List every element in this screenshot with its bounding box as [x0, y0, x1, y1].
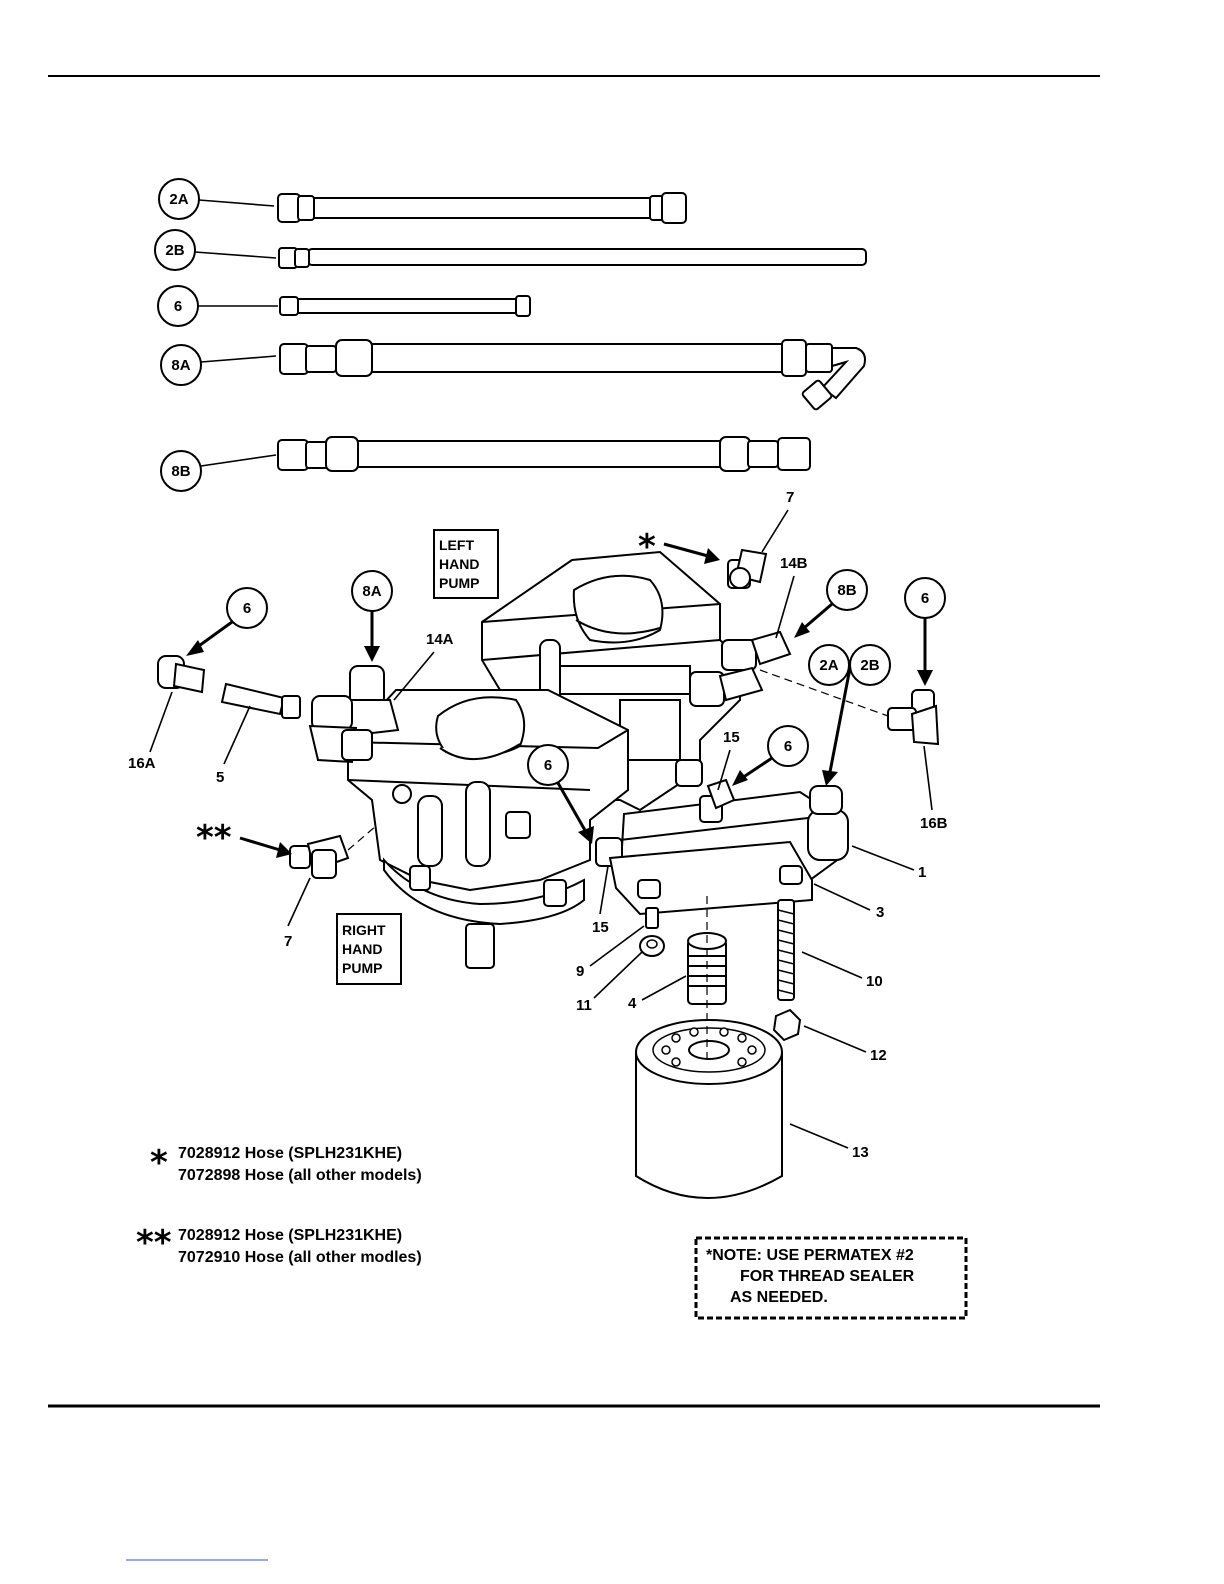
- svg-text:12: 12: [870, 1047, 887, 1064]
- fitting-5: [222, 684, 300, 718]
- hose-2a: [278, 193, 686, 223]
- svg-text:7072898 Hose (all other model: 7072898 Hose (all other models): [178, 1167, 422, 1184]
- svg-text:FOR THREAD SEALER: FOR THREAD SEALER: [740, 1268, 915, 1285]
- svg-text:2A: 2A: [169, 191, 188, 208]
- svg-text:8B: 8B: [171, 463, 190, 480]
- svg-text:7072910 Hose (all other modles: 7072910 Hose (all other modles): [178, 1249, 422, 1266]
- callout-8a-mid: 8A: [352, 571, 392, 662]
- svg-text:RIGHT: RIGHT: [342, 922, 386, 938]
- svg-text:2A: 2A: [819, 657, 838, 674]
- svg-text:2B: 2B: [165, 242, 184, 259]
- label-13: 13: [790, 1124, 869, 1161]
- svg-text:HAND: HAND: [439, 556, 479, 572]
- double-star-arrow: **: [196, 818, 292, 858]
- callout-8b-right: 8B: [794, 570, 867, 638]
- svg-text:7028912 Hose (SPLH231KHE): 7028912 Hose (SPLH231KHE): [178, 1227, 402, 1244]
- svg-text:11: 11: [576, 997, 592, 1014]
- label-16a: 16A: [128, 692, 172, 772]
- callout-6-lower: 6: [732, 726, 808, 786]
- label-12: 12: [804, 1026, 887, 1064]
- callout-8a-top: 8A: [161, 345, 276, 385]
- svg-text:6: 6: [174, 298, 182, 315]
- filter-13: [636, 1020, 782, 1198]
- svg-text:5: 5: [216, 769, 224, 786]
- svg-text:8B: 8B: [837, 582, 856, 599]
- svg-text:3: 3: [876, 904, 884, 921]
- svg-text:14B: 14B: [780, 555, 808, 572]
- hose-6: [280, 296, 530, 316]
- label-4: 4: [628, 976, 686, 1012]
- left-hand-pump-box: LEFT HAND PUMP: [434, 530, 498, 598]
- svg-text:8A: 8A: [362, 583, 381, 600]
- svg-text:7: 7: [284, 933, 292, 950]
- thread-sealer-note: *NOTE: USE PERMATEX #2 FOR THREAD SEALER…: [696, 1238, 966, 1318]
- right-hand-pump-box: RIGHT HAND PUMP: [337, 914, 401, 984]
- svg-text:2B: 2B: [860, 657, 879, 674]
- legend-double-star: ** 7028912 Hose (SPLH231KHE) 7072910 Hos…: [136, 1223, 422, 1266]
- bolt-10: [778, 900, 794, 1000]
- label-7-left: 7: [284, 878, 310, 950]
- svg-text:15: 15: [723, 729, 740, 746]
- label-5: 5: [216, 706, 250, 786]
- svg-text:15: 15: [592, 919, 609, 936]
- svg-text:10: 10: [866, 973, 883, 990]
- label-16b: 16B: [920, 746, 948, 832]
- callout-6-right: 6: [905, 578, 945, 686]
- svg-text:**: **: [196, 818, 232, 858]
- label-1: 1: [852, 846, 926, 881]
- svg-text:1: 1: [918, 864, 926, 881]
- svg-text:4: 4: [628, 995, 637, 1012]
- svg-text:7028912 Hose (SPLH231KHE): 7028912 Hose (SPLH231KHE): [178, 1145, 402, 1162]
- svg-text:6: 6: [544, 757, 552, 774]
- svg-text:AS NEEDED.: AS NEEDED.: [730, 1289, 828, 1306]
- label-7-top: 7: [762, 489, 794, 552]
- callout-6-left: 6: [186, 588, 267, 656]
- svg-text:*NOTE: USE PERMATEX #2: *NOTE: USE PERMATEX #2: [706, 1247, 914, 1264]
- fitting-16a: [158, 656, 204, 692]
- svg-text:13: 13: [852, 1144, 869, 1161]
- fitting-7-top: [728, 550, 766, 588]
- screw-9: [646, 908, 658, 928]
- svg-text:LEFT: LEFT: [439, 537, 474, 553]
- fitting-16b: [888, 690, 938, 744]
- label-15-lower: 15: [592, 866, 609, 936]
- hose-2b: [279, 248, 866, 268]
- nut-12: [774, 1010, 800, 1040]
- svg-text:8A: 8A: [171, 357, 190, 374]
- hose-8a: [280, 340, 865, 410]
- label-10: 10: [802, 952, 883, 990]
- svg-text:7: 7: [786, 489, 794, 506]
- svg-text:14A: 14A: [426, 631, 454, 648]
- callout-8b-top: 8B: [161, 451, 276, 491]
- svg-text:PUMP: PUMP: [342, 960, 382, 976]
- hose-8b: [278, 437, 810, 471]
- callout-2a-right: 2A: [809, 645, 849, 685]
- svg-text:*: *: [150, 1143, 168, 1183]
- svg-text:16B: 16B: [920, 815, 948, 832]
- callout-6-top: 6: [158, 286, 278, 326]
- label-3: 3: [814, 884, 884, 921]
- svg-text:**: **: [136, 1223, 172, 1263]
- svg-text:6: 6: [784, 738, 792, 755]
- svg-text:16A: 16A: [128, 755, 156, 772]
- nut-11: [640, 936, 664, 956]
- svg-text:PUMP: PUMP: [439, 575, 479, 591]
- svg-text:HAND: HAND: [342, 941, 382, 957]
- fitting-7-left: [290, 836, 348, 878]
- label-9: 9: [576, 926, 644, 980]
- single-star-arrow: *: [638, 527, 720, 567]
- svg-text:6: 6: [921, 590, 929, 607]
- legend-single-star: * 7028912 Hose (SPLH231KHE) 7072898 Hose…: [150, 1143, 422, 1184]
- svg-text:*: *: [638, 527, 656, 567]
- callout-2b-top: 2B: [155, 230, 276, 270]
- callout-2a-top: 2A: [159, 179, 274, 219]
- svg-text:9: 9: [576, 963, 584, 980]
- svg-text:6: 6: [243, 600, 251, 617]
